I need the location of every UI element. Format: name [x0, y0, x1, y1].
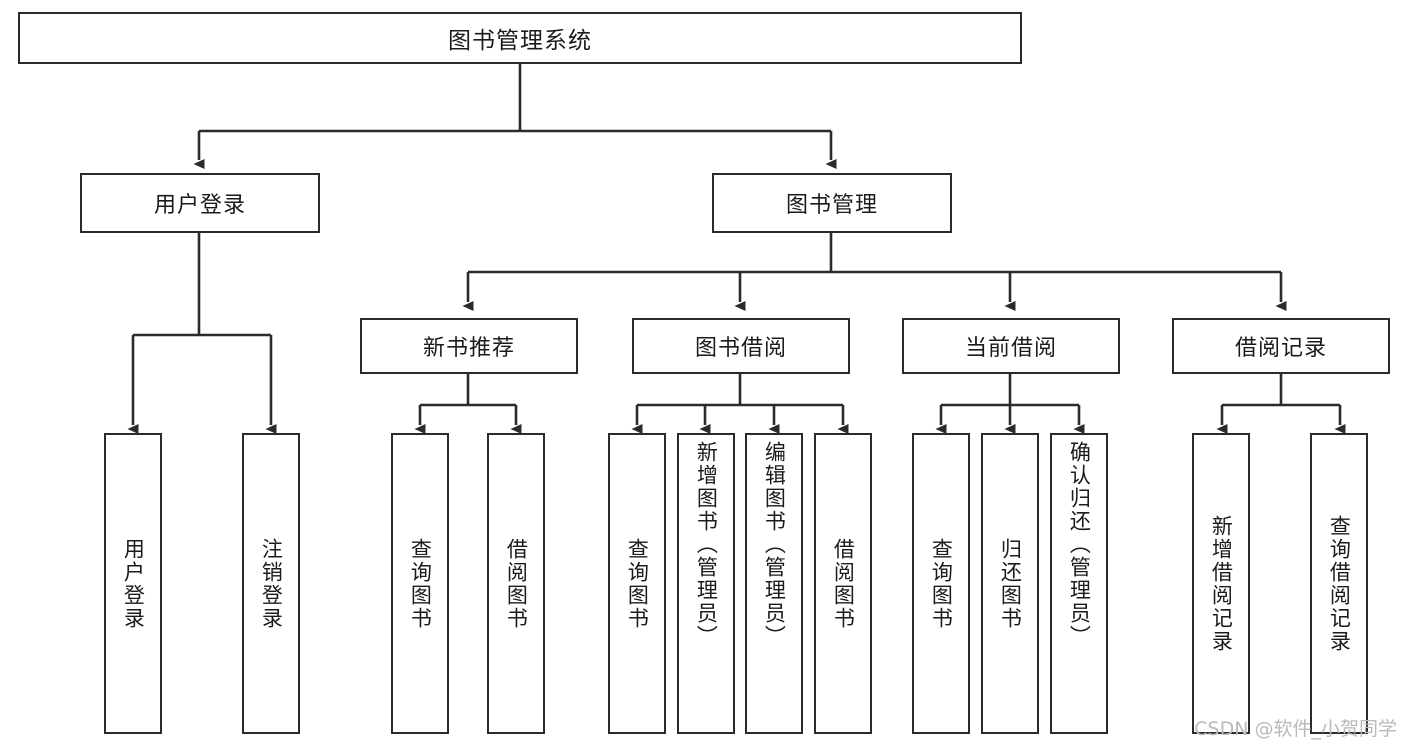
leaf-borrow-lend-book[interactable]: 借阅图书	[814, 433, 872, 734]
leaf-borrow-query-book[interactable]: 查询图书	[608, 433, 666, 734]
leaf-newbook-query-book[interactable]: 查询图书	[391, 433, 449, 734]
leaf-record-query-record[interactable]: 查询借阅记录	[1310, 433, 1368, 734]
node-label: 编辑图书（管理员）	[762, 441, 787, 648]
node-book-borrow[interactable]: 图书借阅	[632, 318, 850, 374]
node-label: 新增图书（管理员）	[694, 441, 719, 648]
node-label: 用户登录	[153, 193, 246, 218]
leaf-record-add-record[interactable]: 新增借阅记录	[1192, 433, 1250, 734]
leaf-user-login[interactable]: 用户登录	[104, 433, 162, 734]
node-book-management[interactable]: 图书管理	[712, 173, 952, 233]
node-new-book-recommend[interactable]: 新书推荐	[360, 318, 578, 374]
node-label: 图书管理	[785, 193, 878, 218]
node-label: 查询图书	[929, 537, 954, 630]
node-label: 新增借阅记录	[1209, 514, 1234, 653]
node-label: 新书推荐	[422, 336, 515, 361]
leaf-current-confirm-return-admin[interactable]: 确认归还（管理员）	[1050, 433, 1108, 734]
node-label: 查询借阅记录	[1327, 514, 1352, 653]
leaf-current-return-book[interactable]: 归还图书	[981, 433, 1039, 734]
leaf-logout[interactable]: 注销登录	[242, 433, 300, 734]
node-label: 借阅记录	[1234, 336, 1327, 361]
node-label: 借阅图书	[504, 537, 529, 630]
node-label: 图书管理系统	[448, 28, 592, 54]
node-label: 借阅图书	[831, 537, 856, 630]
node-label: 查询图书	[625, 537, 650, 630]
node-label: 确认归还（管理员）	[1067, 441, 1092, 648]
leaf-borrow-add-book-admin[interactable]: 新增图书（管理员）	[677, 433, 735, 734]
node-label: 注销登录	[259, 537, 284, 630]
node-current-borrow[interactable]: 当前借阅	[902, 318, 1120, 374]
leaf-current-query-book[interactable]: 查询图书	[912, 433, 970, 734]
node-borrow-record[interactable]: 借阅记录	[1172, 318, 1390, 374]
node-label: 归还图书	[998, 537, 1023, 630]
leaf-borrow-edit-book-admin[interactable]: 编辑图书（管理员）	[745, 433, 803, 734]
leaf-newbook-borrow-book[interactable]: 借阅图书	[487, 433, 545, 734]
node-label: 图书借阅	[694, 336, 787, 361]
node-label: 查询图书	[408, 537, 433, 630]
node-user-login[interactable]: 用户登录	[80, 173, 320, 233]
csdn-watermark: CSDN @软件_小贺同学	[1194, 718, 1397, 740]
node-label: 用户登录	[121, 537, 146, 630]
node-root-system[interactable]: 图书管理系统	[18, 12, 1022, 64]
node-label: 当前借阅	[964, 336, 1057, 361]
